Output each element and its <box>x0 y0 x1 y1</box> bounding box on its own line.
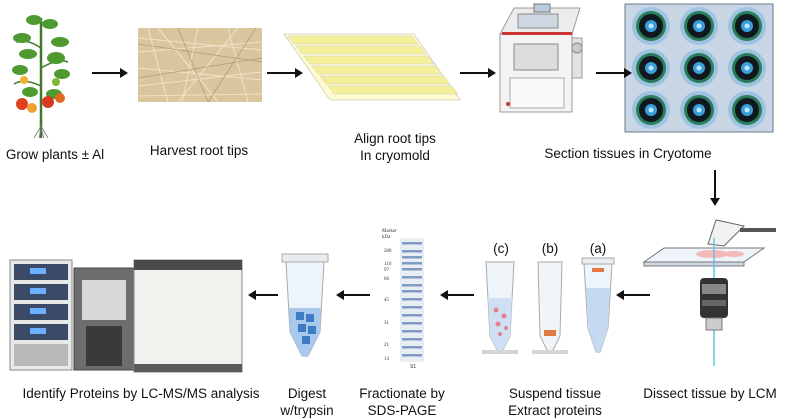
gel-marker-label: 31 <box>384 321 389 326</box>
lc-ms-instrument-image <box>9 259 243 373</box>
gel-band <box>402 354 422 357</box>
tissue-section <box>680 49 718 87</box>
tube-b-image <box>532 261 568 354</box>
gel-marker-label: 21 <box>384 343 389 348</box>
step-label-section: Section tissues in Cryotome <box>544 146 712 161</box>
tissue-section <box>728 49 766 87</box>
step-label-fractionate-line1: Fractionate by <box>359 386 445 401</box>
cryotome-image <box>499 3 583 113</box>
step-label-digest: Digest w/trypsin <box>272 385 342 419</box>
gel-band <box>402 250 422 253</box>
step-label-dissect: Dissect tissue by LCM <box>643 386 777 401</box>
gel-marker-label: 116 <box>384 262 392 267</box>
gel-band <box>402 330 422 333</box>
step-label-suspend-line1: Suspend tissue <box>508 386 602 401</box>
tissue-section <box>632 7 670 45</box>
step-label-harvest: Harvest root tips <box>149 143 249 158</box>
tube-b-label: (b) <box>541 241 559 256</box>
gel-band <box>402 268 422 271</box>
step-label-suspend: Suspend tissue Extract proteins <box>494 385 616 419</box>
tissue-section <box>728 91 766 129</box>
gel-band <box>402 338 422 341</box>
gel-lane-label: S1 <box>410 364 417 370</box>
arrow-7 <box>336 290 370 300</box>
step-label-grow: Grow plants ± Al <box>5 147 105 162</box>
tissue-section <box>728 7 766 45</box>
gel-band <box>402 314 422 317</box>
step-label-fractionate: Fractionate by SDS-PAGE <box>352 385 452 419</box>
arrow-5 <box>616 290 650 300</box>
harvested-root-tips-image <box>137 27 263 103</box>
gel-band <box>402 284 422 287</box>
step-label-digest-line2: w/trypsin <box>280 403 334 418</box>
arrow-1 <box>92 68 128 78</box>
tissue-section <box>680 7 718 45</box>
arrow-3 <box>460 68 496 78</box>
step-label-fractionate-line2: SDS-PAGE <box>367 403 437 418</box>
arrow-6 <box>440 290 474 300</box>
step-label-align: Align root tips In cryomold <box>330 130 460 164</box>
tube-c-image <box>482 261 518 354</box>
gel-band <box>402 346 422 349</box>
step-label-identify: Identify Proteins by LC-MS/MS analysis <box>22 386 260 401</box>
sds-page-gel-image <box>400 238 424 362</box>
step-label-suspend-line2: Extract proteins <box>508 403 602 418</box>
gel-band <box>402 242 422 245</box>
step-label-align-line1: Align root tips <box>354 131 436 146</box>
cryomold-image <box>283 33 461 101</box>
gel-band <box>402 322 422 325</box>
gel-band <box>402 256 422 259</box>
tissue-section <box>680 91 718 129</box>
gel-band <box>402 306 422 309</box>
arrow-8 <box>248 290 278 300</box>
gel-band <box>402 262 422 265</box>
tube-a-label: (a) <box>589 241 607 256</box>
tissue-sections-grid-image <box>624 3 774 133</box>
tube-c-label: (c) <box>493 241 509 256</box>
step-label-align-line2: In cryomold <box>360 148 430 163</box>
arrow-2 <box>267 68 303 78</box>
gel-band <box>402 276 422 279</box>
gel-band <box>402 290 422 293</box>
tube-a-image <box>581 257 615 353</box>
lcm-microscope-image <box>642 219 776 366</box>
digest-tube-image <box>281 253 329 357</box>
gel-marker-label: 200 <box>384 249 392 254</box>
gel-marker-label: 14 <box>384 357 389 362</box>
arrow-down <box>710 170 720 206</box>
gel-marker-label: 66 <box>384 277 389 282</box>
gel-header: Marker kDa <box>382 229 397 240</box>
tissue-section <box>632 91 670 129</box>
step-label-digest-line1: Digest <box>287 386 327 401</box>
gel-band <box>402 298 422 301</box>
tissue-section <box>632 49 670 87</box>
arrow-4 <box>596 68 632 78</box>
gel-marker-label: 97 <box>384 268 389 273</box>
tomato-plant-image <box>12 15 70 139</box>
gel-marker-label: 45 <box>384 298 389 303</box>
